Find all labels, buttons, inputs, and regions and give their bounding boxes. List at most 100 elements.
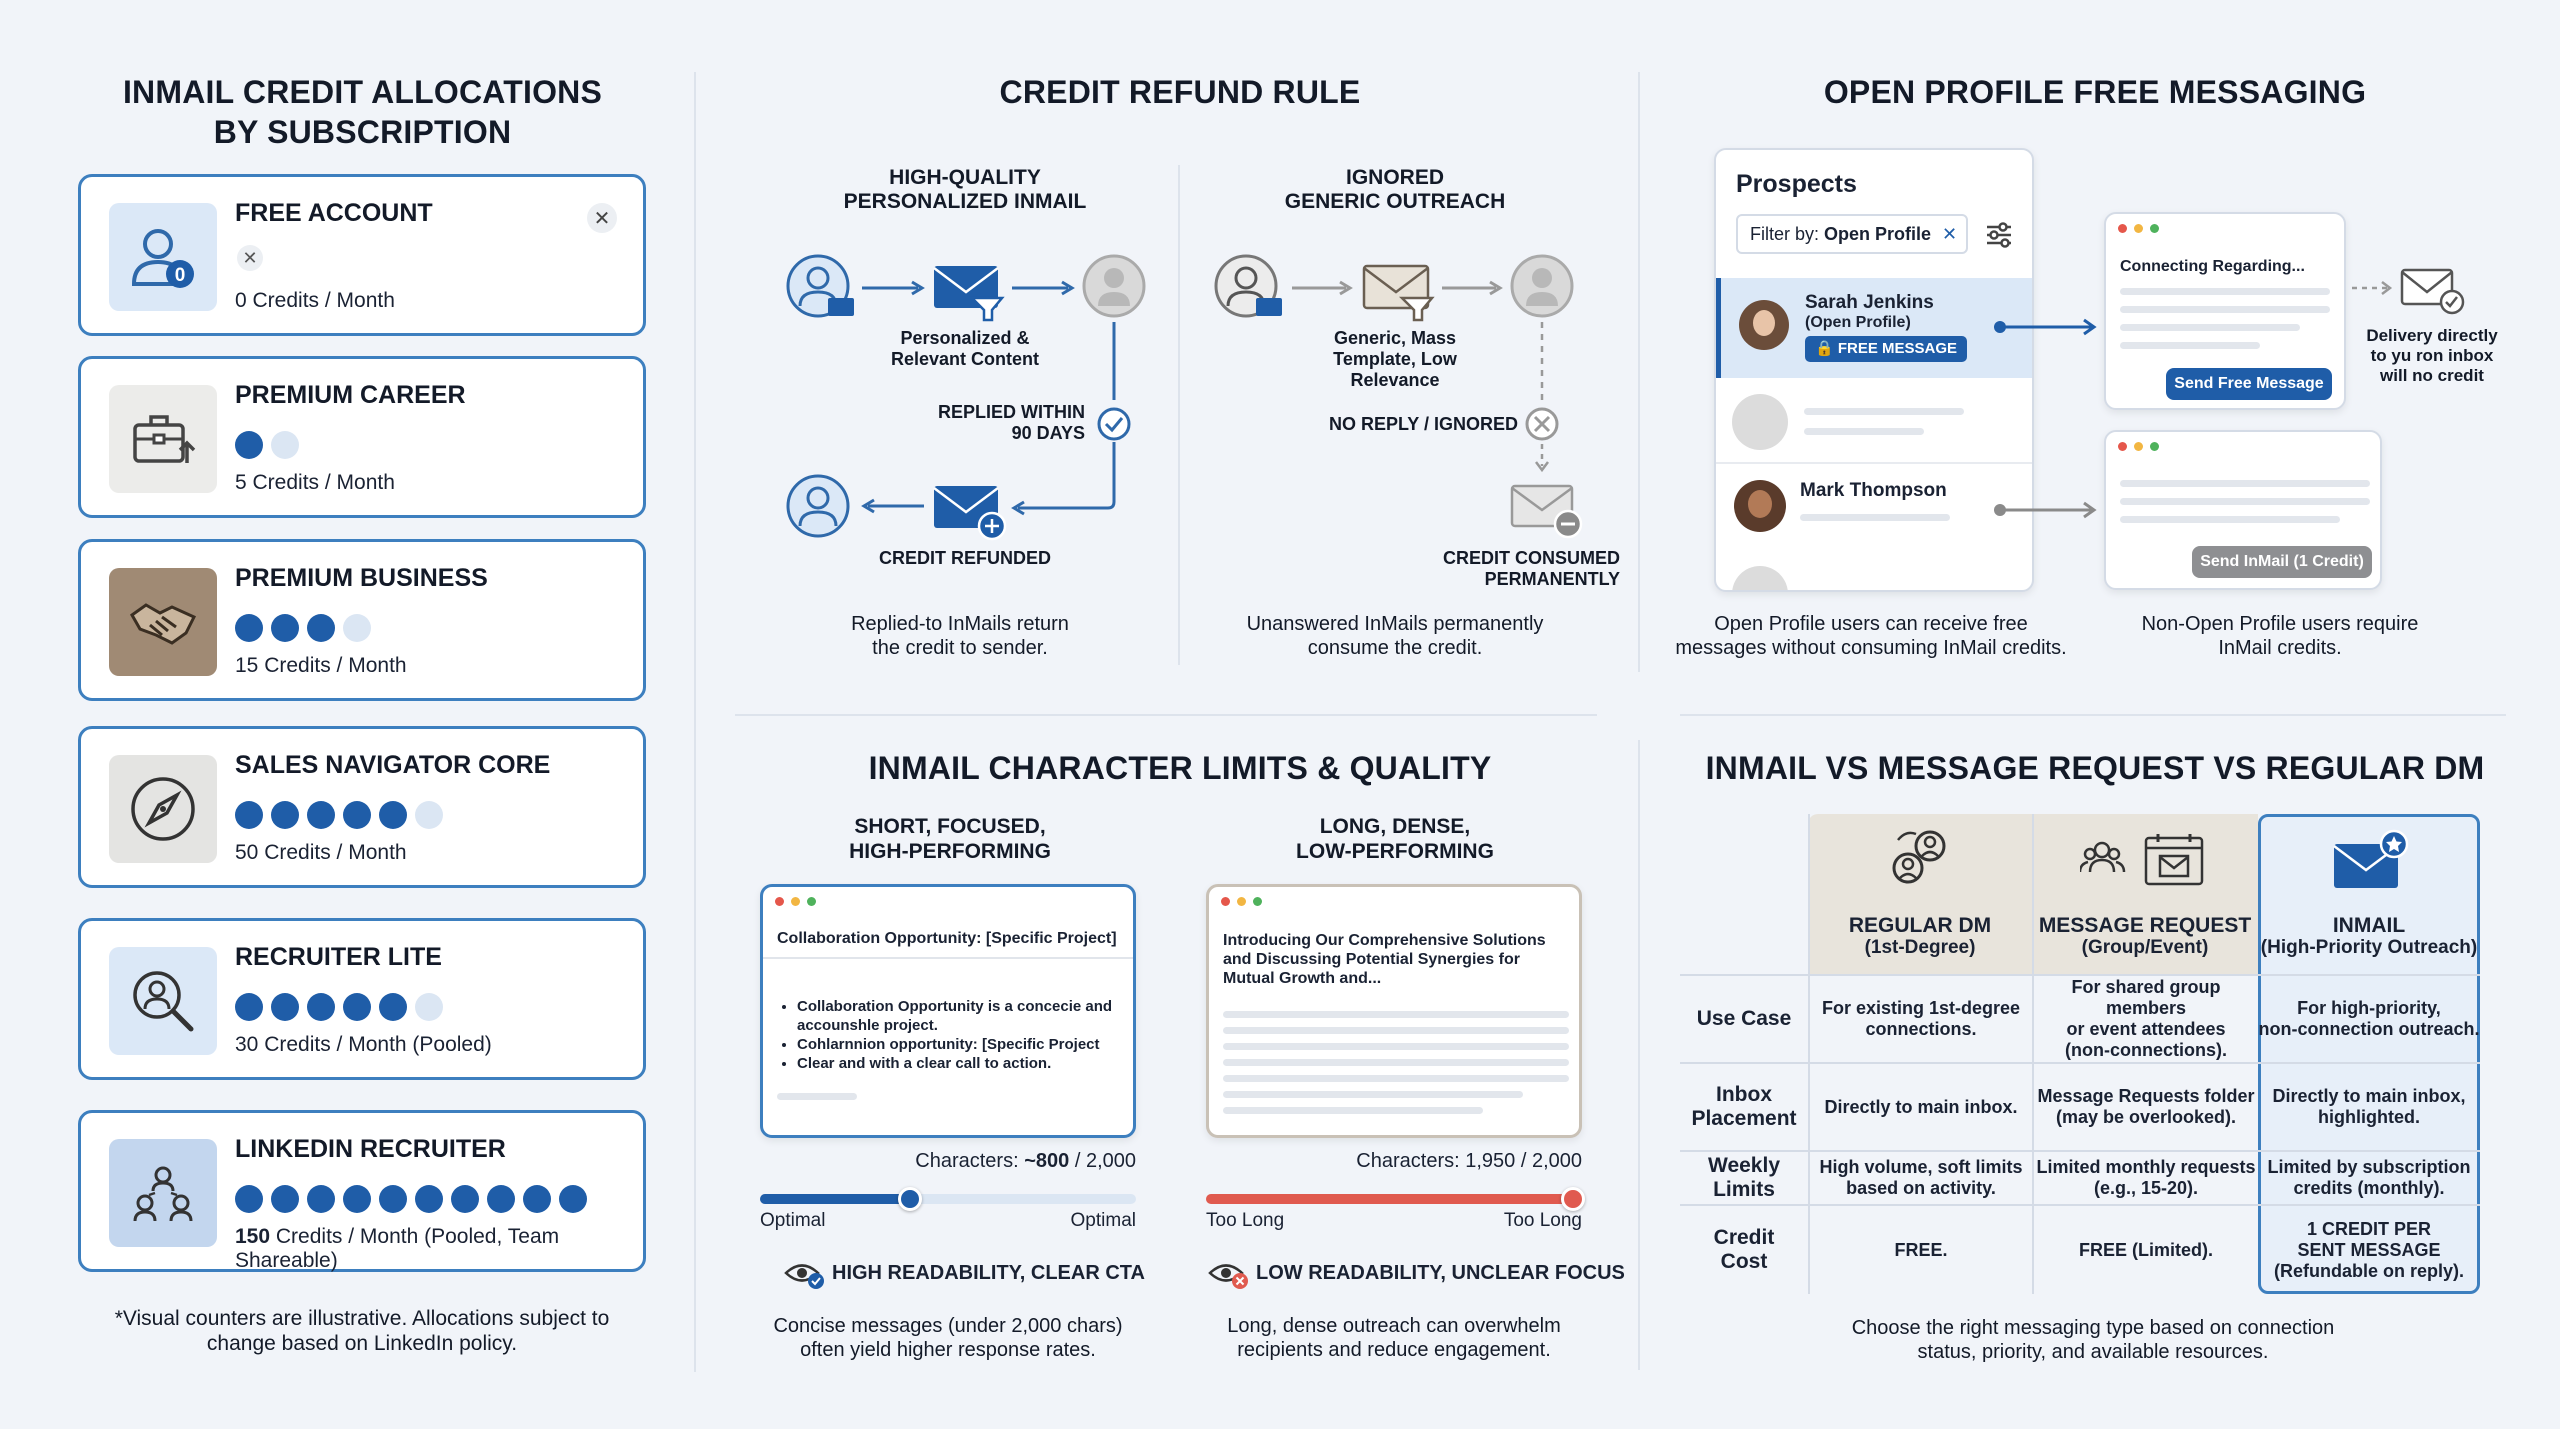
col-inmail-highlight <box>2258 814 2480 1294</box>
replied-label: REPLIED WITHIN 90 DAYS <box>938 402 1085 443</box>
subscription-credits: 5 Credits / Month <box>235 471 395 494</box>
cell: For existing 1st-degree connections. <box>1821 998 2021 1039</box>
short-subject: Collaboration Opportunity: [Specific Pro… <box>777 930 1117 947</box>
credit-dot-filled <box>307 614 335 642</box>
refund-flow-diagram <box>786 254 1583 541</box>
credit-dot-empty <box>271 431 299 459</box>
users-icon <box>1886 826 1956 895</box>
consumed-envelope-icon <box>1510 484 1583 539</box>
cell: Message Requests folder (may be overlook… <box>2037 1086 2255 1127</box>
short-slider-min-label: Optimal <box>760 1210 826 1231</box>
subscription-credits: 30 Credits / Month (Pooled) <box>235 1033 492 1056</box>
long-slider[interactable] <box>1206 1187 1585 1211</box>
open-profile-caption-right: Non-Open Profile users require InMail cr… <box>2141 613 2419 659</box>
subscription-card-recruiter-lite[interactable]: RECRUITER LITE 30 Credits / Month (Poole… <box>78 918 646 1080</box>
prospect-row-mark[interactable]: Mark Thompson <box>1716 466 2032 554</box>
cell: High volume, soft limits based on activi… <box>1819 1157 2023 1198</box>
long-slider-fill <box>1206 1194 1573 1204</box>
cell: For shared group members or event attend… <box>2065 977 2227 1060</box>
short-slider-max-label: Optimal <box>1070 1210 1136 1231</box>
subscription-name: RECRUITER LITE <box>235 943 442 971</box>
svg-text:0: 0 <box>175 265 186 286</box>
right-envelope-label: Generic, Mass Template, Low Relevance <box>1333 328 1457 390</box>
group-calendar-icon <box>2078 832 2210 893</box>
panel-title: Prospects <box>1736 170 1857 198</box>
free-message-badge: 🔒 FREE MESSAGE <box>1805 336 1968 362</box>
col-head-regular-dm: REGULAR DM (1st-Degree) <box>1808 814 2032 974</box>
long-slider-handle[interactable] <box>1560 1187 1585 1211</box>
free-message-window: Connecting Regarding... Send Free Messag… <box>2104 212 2346 410</box>
cell: Directly to main inbox. <box>1824 1096 2018 1117</box>
avatar <box>1739 300 1789 350</box>
delivery-envelope-icon <box>2400 268 2465 315</box>
row-label-use-case: Use Case <box>1696 1007 1792 1030</box>
divider <box>1638 72 1640 672</box>
credit-dot-filled <box>523 1185 551 1213</box>
prospects-panel: Prospects Filter by: Open Profile ✕ Sara… <box>1714 148 2034 592</box>
recipient-icon <box>1082 254 1146 318</box>
open-profile-title: OPEN PROFILE FREE MESSAGING <box>1823 74 2367 110</box>
short-bullets: Collaboration Opportunity is a concecie … <box>797 997 1123 1073</box>
credit-consumed-label: CREDIT CONSUMED PERMANENTLY <box>1442 548 1620 589</box>
cell: 1 CREDIT PER SENT MESSAGE (Refundable on… <box>2273 1218 2464 1281</box>
credit-dot-empty <box>415 993 443 1021</box>
prospect-name: Mark Thompson <box>1800 480 1947 501</box>
compass-icon <box>109 755 217 863</box>
row-label-inbox: Inbox Placement <box>1691 1083 1797 1130</box>
subscription-credits: 15 Credits / Month <box>235 654 407 677</box>
credit-dot-filled <box>343 801 371 829</box>
send-free-message-button[interactable]: Send Free Message <box>2166 368 2332 400</box>
filter-chip[interactable]: Filter by: Open Profile ✕ <box>1736 214 1968 254</box>
divider <box>694 72 696 1372</box>
subscription-name: SALES NAVIGATOR CORE <box>235 751 551 779</box>
col-head-inmail: INMAIL (High-Priority Outreach) <box>2258 814 2480 974</box>
credit-dot-filled <box>235 431 263 459</box>
credit-dot-filled <box>271 993 299 1021</box>
refund-right-caption: Unanswered InMails permanently consume t… <box>1246 613 1544 659</box>
prospect-sub: (Open Profile) <box>1805 314 1911 331</box>
subscription-card-premium-business[interactable]: PREMIUM BUSINESS 15 Credits / Month <box>78 539 646 701</box>
subscription-credits: 50 Credits / Month <box>235 841 407 864</box>
subscription-name: PREMIUM BUSINESS <box>235 564 488 592</box>
long-slider-min-label: Too Long <box>1206 1210 1285 1231</box>
check-icon <box>1097 407 1131 441</box>
allocations-title: INMAIL CREDIT ALLOCATIONS BY SUBSCRIPTIO… <box>122 74 603 150</box>
short-verdict: HIGH READABILITY, CLEAR CTA <box>832 1262 1145 1284</box>
credit-dots <box>235 801 443 829</box>
send-inmail-button[interactable]: Send InMail (1 Credit) <box>2192 546 2372 578</box>
short-caption: Concise messages (under 2,000 chars) oft… <box>773 1315 1123 1361</box>
short-heading: SHORT, FOCUSED, HIGH-PERFORMING <box>849 815 1051 863</box>
long-subject: Introducing Our Comprehensive Solutions … <box>1223 932 1546 987</box>
search-user-icon <box>109 947 217 1055</box>
subscription-card-linkedin-recruiter[interactable]: LINKEDIN RECRUITER 150 Credits / Month (… <box>78 1110 646 1272</box>
prospect-row-sarah[interactable]: Sarah Jenkins (Open Profile) 🔒 FREE MESS… <box>1716 278 2032 378</box>
credit-dot-filled <box>379 801 407 829</box>
credit-dot-filled <box>307 801 335 829</box>
short-slider-handle[interactable] <box>898 1187 923 1211</box>
row-label-cost: Credit Cost <box>1713 1226 1775 1273</box>
subscription-card-free[interactable]: 0 FREE ACCOUNT ✕ 0 Credits / Month ✕ <box>78 174 646 336</box>
filter-settings-icon[interactable] <box>1984 220 2014 255</box>
refund-envelope-icon <box>933 486 1007 541</box>
compare-title: INMAIL VS MESSAGE REQUEST VS REGULAR DM <box>1705 750 2485 786</box>
subscription-card-premium-career[interactable]: PREMIUM CAREER 5 Credits / Month <box>78 356 646 518</box>
subscription-card-sales-navigator[interactable]: SALES NAVIGATOR CORE 50 Credits / Month <box>78 726 646 888</box>
sender-icon <box>786 474 850 538</box>
divider <box>1638 740 1640 1370</box>
sender-icon-gray <box>1214 254 1282 318</box>
generic-envelope-icon <box>1362 264 1435 322</box>
envelope-icon <box>933 266 1005 322</box>
credit-dot-filled <box>235 614 263 642</box>
credit-dot-empty <box>343 614 371 642</box>
short-slider[interactable] <box>760 1187 1136 1211</box>
close-icon[interactable]: ✕ <box>587 203 617 233</box>
credit-dot-filled <box>235 993 263 1021</box>
refund-right-heading: IGNORED GENERIC OUTREACH <box>1284 166 1506 213</box>
prospect-name: Sarah Jenkins <box>1805 292 1934 313</box>
credit-dot-filled <box>307 1185 335 1213</box>
long-message-window: Introducing Our Comprehensive Solutions … <box>1206 884 1582 1138</box>
no-credit-icon: ✕ <box>237 245 263 271</box>
cell: FREE. <box>1894 1239 1948 1260</box>
credit-dot-filled <box>235 1185 263 1213</box>
remove-filter-icon[interactable]: ✕ <box>1942 224 1958 244</box>
